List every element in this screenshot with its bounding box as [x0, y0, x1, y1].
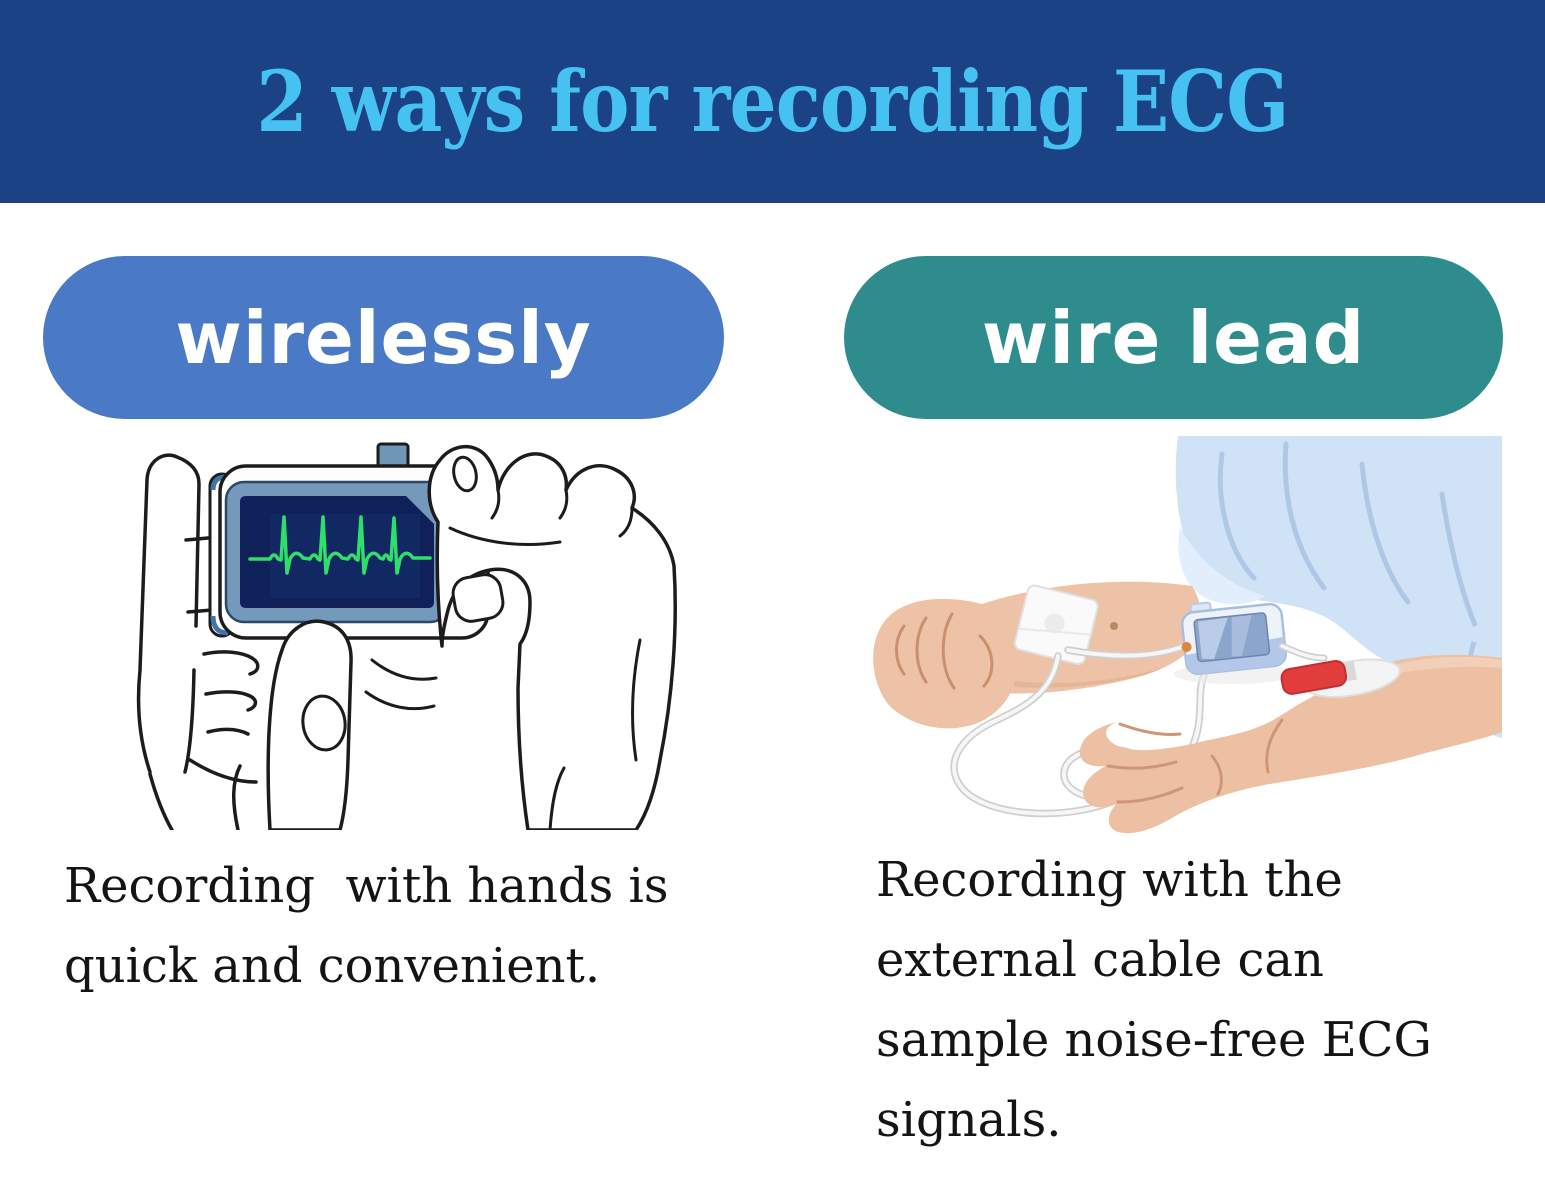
right-hand	[364, 445, 677, 830]
description-line: signals.	[876, 1092, 1062, 1148]
wire-lead-pill: wire lead	[844, 256, 1503, 419]
skin-mole	[1110, 622, 1118, 630]
ecg-recorder-device	[1180, 601, 1288, 676]
arm-with-wire-lead-electrodes-photo	[873, 436, 1502, 834]
adhesive-electrode-patch	[1013, 584, 1099, 666]
hands-holding-ecg-device-illustration	[136, 442, 677, 830]
device-record-button	[1181, 642, 1192, 653]
wireless-ecg-device	[208, 442, 490, 640]
clip-electrode	[1278, 642, 1401, 698]
left-thumb	[266, 619, 353, 830]
open-palm-hand	[1079, 654, 1502, 834]
wire-lead-description: Recording with the external cable can sa…	[876, 840, 1432, 1160]
forearm-with-patch	[873, 581, 1203, 729]
wireless-pill: wirelessly	[43, 256, 724, 419]
ecg-trace	[248, 515, 432, 575]
wire-lead-pill-label: wire lead	[981, 295, 1366, 380]
red-clip	[1280, 659, 1348, 695]
description-line: Recording with the	[876, 852, 1343, 908]
description-line: sample noise-free ECG	[876, 1012, 1432, 1068]
left-hand-outline	[136, 453, 260, 830]
description-line: quick and convenient.	[64, 938, 601, 994]
shirt-sleeve	[1162, 436, 1502, 677]
thumb-nail	[451, 573, 505, 623]
wireless-pill-label: wirelessly	[175, 295, 592, 380]
page-title: 2 ways for recording ECG	[256, 52, 1289, 151]
description-line: external cable can	[876, 932, 1324, 988]
wireless-description: Recording with hands is quick and conven…	[64, 846, 668, 1006]
header-banner: 2 ways for recording ECG	[0, 0, 1545, 203]
description-line: Recording with hands is	[64, 858, 669, 914]
